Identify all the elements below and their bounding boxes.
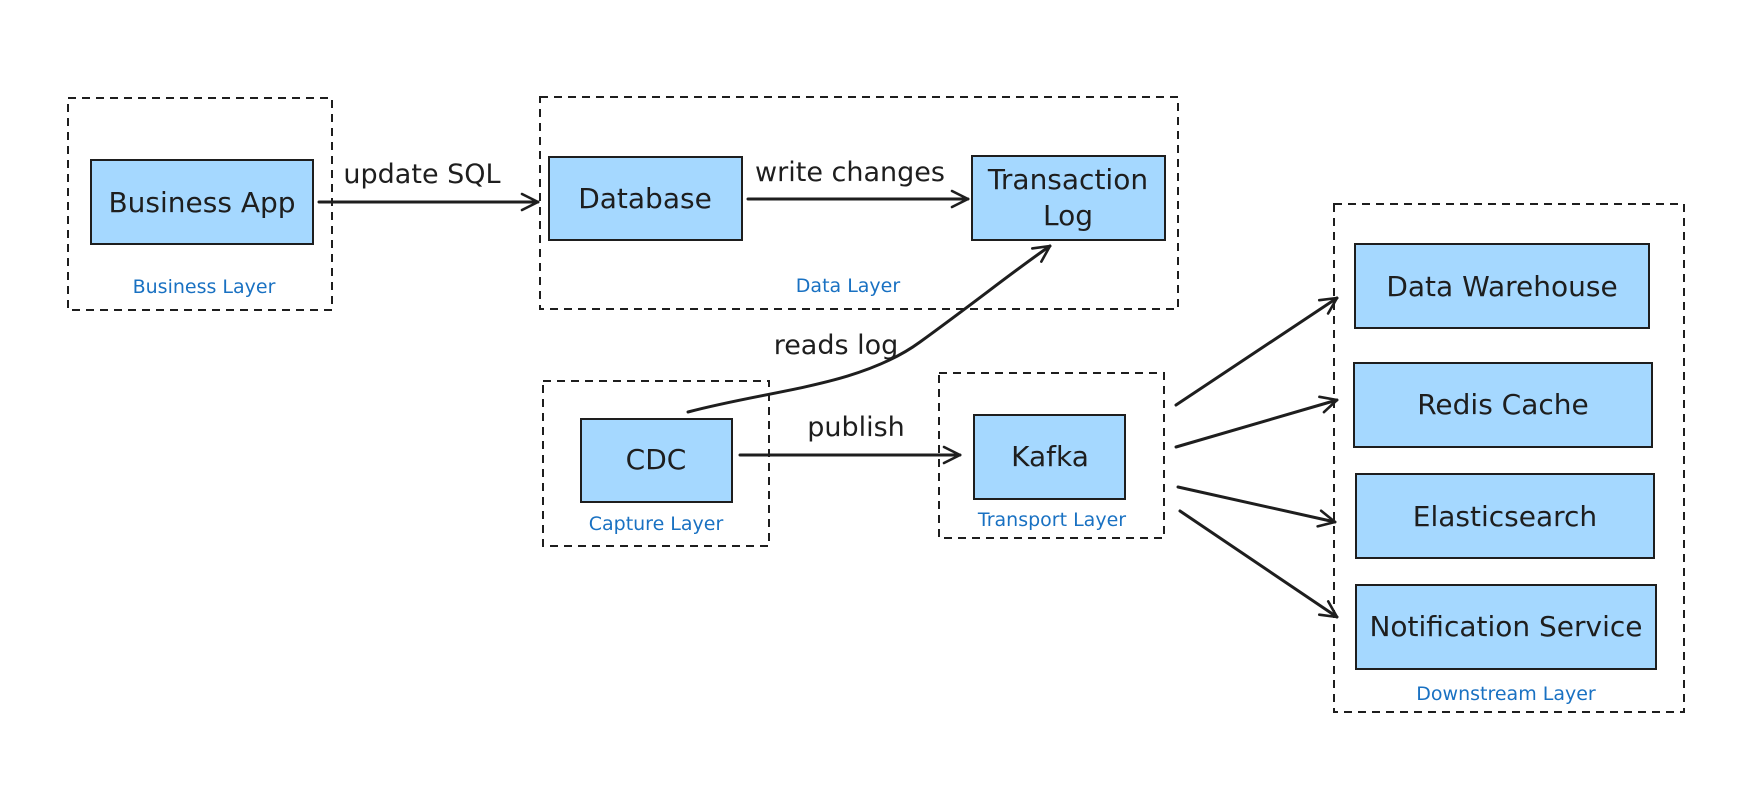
node-label: Notification Service	[1369, 610, 1642, 643]
edge-kafka-to-elasticsearch	[1176, 485, 1337, 528]
node-label: Business App	[108, 186, 295, 219]
node-label: Redis Cache	[1417, 388, 1589, 421]
node-label: Data Warehouse	[1386, 270, 1617, 303]
edge-label-reads-log: reads log	[774, 330, 899, 361]
node-business-app[interactable]: Business App	[90, 159, 314, 245]
group-label-downstream-layer: Downstream Layer	[1416, 683, 1596, 705]
node-label: Elasticsearch	[1413, 500, 1597, 533]
node-label-line-1: Transaction	[987, 163, 1148, 196]
node-label: Database	[578, 182, 712, 215]
group-business-layer: Business Layer	[67, 97, 333, 311]
group-data-layer: Data Layer	[539, 96, 1179, 310]
group-label-business-layer: Business Layer	[133, 276, 276, 298]
node-label: CDC	[626, 443, 687, 476]
node-kafka[interactable]: Kafka	[973, 414, 1126, 500]
edge-kafka-to-redis-cache	[1174, 395, 1339, 449]
group-label-capture-layer: Capture Layer	[589, 513, 724, 535]
node-elasticsearch[interactable]: Elasticsearch	[1355, 473, 1655, 559]
node-label: Kafka	[1011, 440, 1089, 473]
edge-label-write-changes: write changes	[755, 157, 945, 188]
edge-reads-log: reads log	[686, 244, 1052, 414]
edge-update-sql: update SQL	[317, 159, 540, 212]
node-label-line-2: Log	[1043, 199, 1093, 232]
node-notification-service[interactable]: Notification Service	[1355, 584, 1657, 670]
edge-label-update-sql: update SQL	[343, 159, 500, 190]
node-data-warehouse[interactable]: Data Warehouse	[1354, 243, 1650, 329]
edge-publish: publish	[738, 412, 962, 465]
edge-kafka-to-notification-service	[1178, 509, 1339, 619]
edge-kafka-to-data-warehouse	[1174, 296, 1339, 407]
node-redis-cache[interactable]: Redis Cache	[1353, 362, 1653, 448]
group-label-transport-layer: Transport Layer	[977, 509, 1126, 531]
group-downstream-layer: Downstream Layer	[1333, 203, 1685, 713]
group-transport-layer: Transport Layer	[938, 372, 1165, 539]
edge-label-publish: publish	[807, 412, 905, 443]
node-cdc[interactable]: CDC	[580, 418, 733, 503]
edge-write-changes: write changes	[746, 157, 970, 209]
node-database[interactable]: Database	[548, 156, 743, 241]
node-transaction-log[interactable]: Transaction Log	[971, 155, 1166, 241]
group-capture-layer: Capture Layer	[542, 380, 770, 547]
group-label-data-layer: Data Layer	[796, 275, 901, 297]
